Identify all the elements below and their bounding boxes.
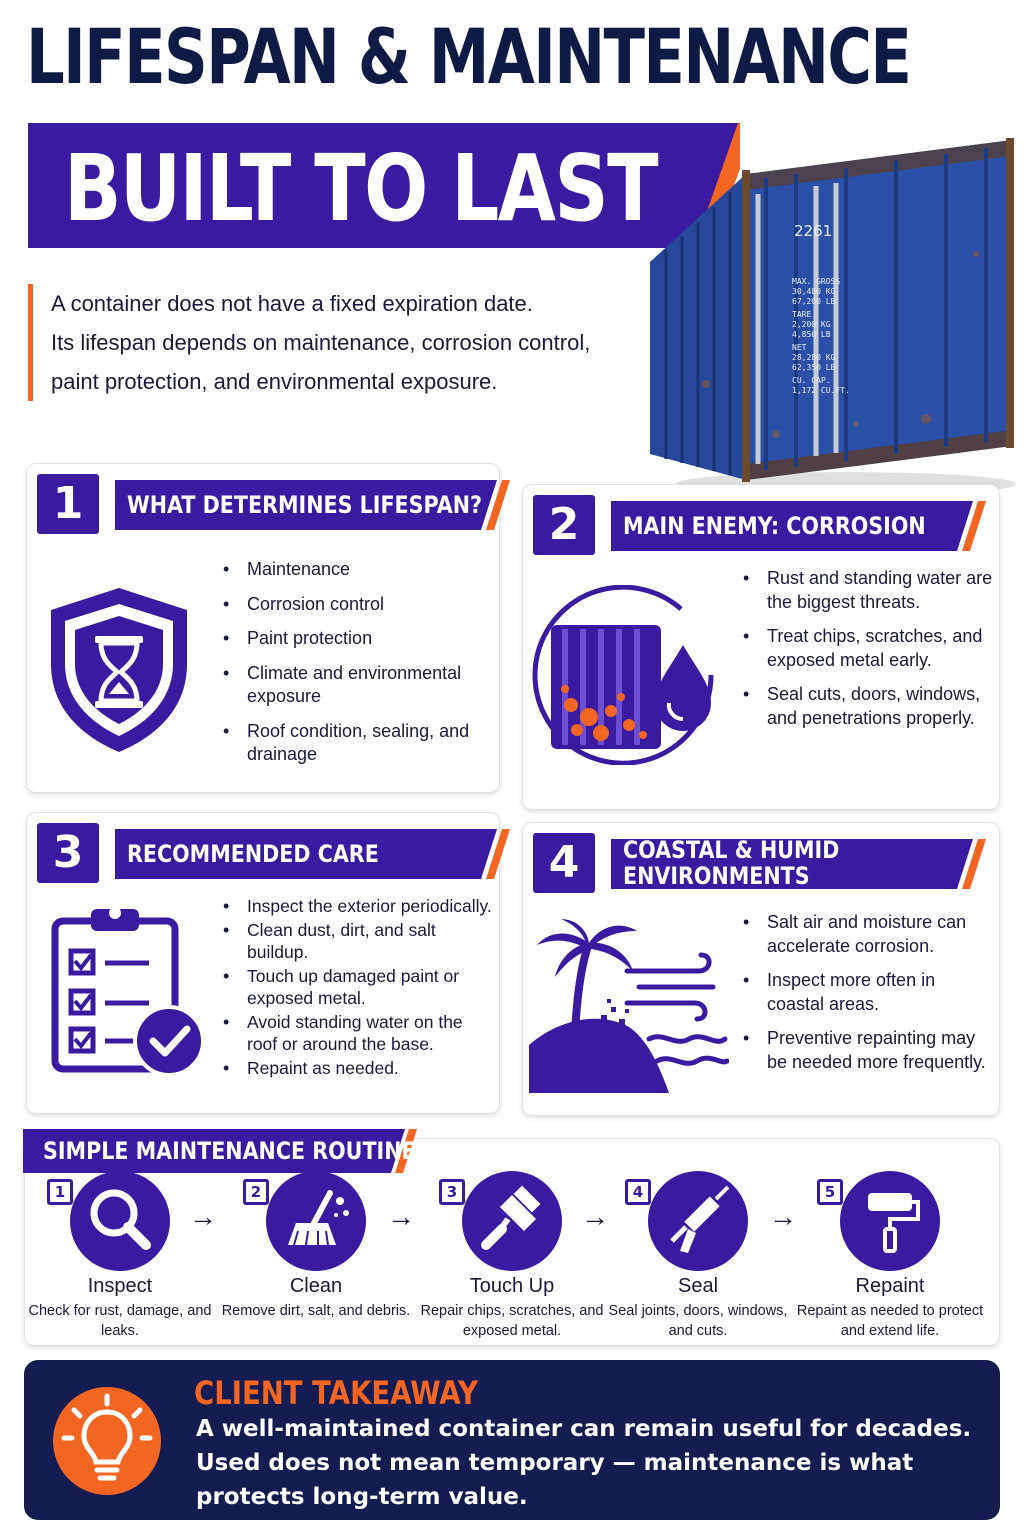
svg-text:2261: 2261 (794, 222, 832, 240)
rust-water-drop-icon (531, 584, 721, 770)
section-card-corrosion: 2 MAIN ENEMY: CORROSION Rust and standin… (522, 484, 1000, 810)
list-item: Climate and environmental exposure (223, 662, 493, 709)
svg-text:4,850 LB: 4,850 LB (792, 330, 831, 339)
list-item: Repaint as needed. (223, 1057, 493, 1079)
list-item: Clean dust, dirt, and salt buildup. (223, 919, 493, 963)
step-name: Seal (677, 1275, 719, 1297)
svg-text:NET: NET (792, 343, 807, 352)
intro-line: Its lifespan depends on maintenance, cor… (51, 330, 591, 355)
svg-text:2,200 KG: 2,200 KG (792, 320, 831, 329)
step-number: 3 (439, 1179, 465, 1205)
palm-island-wind-icon (526, 915, 730, 1100)
section-number: 2 (533, 495, 595, 555)
list-item: Corrosion control (223, 593, 493, 617)
svg-text:28,280 KG: 28,280 KG (792, 353, 836, 362)
magnifier-icon (70, 1171, 170, 1271)
section-title: COASTAL & HUMID ENVIRONMENTS (623, 836, 840, 890)
arrow-right-icon: → (387, 1201, 415, 1232)
list-item: Touch up damaged paint or exposed metal. (223, 965, 493, 1009)
list-item: Avoid standing water on the roof or arou… (223, 1011, 493, 1055)
step-description: Seal joints, doors, windows, and cuts. (608, 1303, 788, 1339)
step-name: Inspect (87, 1275, 153, 1297)
svg-text:CU. CAP.: CU. CAP. (792, 376, 831, 385)
section-number: 4 (533, 833, 595, 893)
svg-text:67,200 LB: 67,200 LB (792, 297, 836, 306)
section-title-line: ENVIRONMENTS (623, 862, 810, 890)
list-item: Salt air and moisture can accelerate cor… (743, 911, 993, 958)
step-name: Repaint (855, 1275, 925, 1297)
svg-text:MAX. GROSS: MAX. GROSS (792, 277, 840, 286)
step-name: Touch Up (469, 1275, 555, 1297)
list-item: Inspect the exterior periodically. (223, 895, 493, 917)
section-title: RECOMMENDED CARE (127, 840, 379, 868)
takeaway-text: A well-maintained container can remain u… (196, 1416, 972, 1510)
step-number: 4 (625, 1179, 651, 1205)
section-title: WHAT DETERMINES LIFESPAN? (127, 491, 482, 519)
svg-text:TARE: TARE (792, 310, 811, 319)
step-description: Repair chips, scratches, and exposed met… (420, 1303, 604, 1339)
arrow-right-icon: → (189, 1201, 217, 1232)
intro-text: A container does not have a fixed expira… (28, 284, 638, 401)
step-description: Remove dirt, salt, and debris. (221, 1303, 411, 1319)
list-item: Roof condition, sealing, and drainage (223, 720, 493, 767)
client-takeaway: CLIENT TAKEAWAY A well-maintained contai… (24, 1360, 1000, 1520)
shield-hourglass-icon (47, 584, 191, 761)
caulk-gun-icon (648, 1171, 748, 1271)
list-item: Maintenance (223, 558, 493, 582)
svg-text:30,480 KG: 30,480 KG (792, 287, 836, 296)
section-number: 1 (37, 474, 99, 534)
paintbrush-icon (462, 1171, 562, 1271)
list-item: Preventive repainting may be needed more… (743, 1027, 993, 1074)
list-item: Inspect more often in coastal areas. (743, 969, 993, 1016)
step-description: Check for rust, damage, and leaks. (28, 1303, 212, 1339)
intro-line: paint protection, and environmental expo… (51, 369, 498, 394)
section-title-line: COASTAL & HUMID (623, 836, 840, 864)
brush-icon (266, 1171, 366, 1271)
paint-roller-icon (840, 1171, 940, 1271)
list-item: Treat chips, scratches, and exposed meta… (743, 625, 993, 672)
step-number: 1 (47, 1179, 73, 1205)
list-item: Seal cuts, doors, windows, and penetrati… (743, 683, 993, 730)
svg-text:62,350 LB: 62,350 LB (792, 363, 836, 372)
clipboard-checklist-icon (49, 903, 225, 1088)
page-subtitle: BUILT TO LAST (64, 135, 659, 242)
subtitle-banner: BUILT TO LAST (28, 123, 740, 248)
step-number: 2 (243, 1179, 269, 1205)
section-title: MAIN ENEMY: CORROSION (623, 512, 926, 540)
page-title: LIFESPAN & MAINTENANCE (26, 12, 912, 101)
lightbulb-icon (52, 1386, 162, 1496)
list-item: Rust and standing water are the biggest … (743, 567, 993, 614)
routine-header: SIMPLE MAINTENANCE ROUTINE (23, 1129, 423, 1173)
routine-title: SIMPLE MAINTENANCE ROUTINE (43, 1137, 416, 1165)
section-card-coastal: 4 COASTAL & HUMID ENVIRONMENTS (522, 822, 1000, 1116)
step-name: Clean (289, 1275, 343, 1297)
step-number: 5 (817, 1179, 843, 1205)
section-card-care: 3 RECOMMENDED CARE Inspect the exterior … (26, 812, 510, 1114)
takeaway-title: CLIENT TAKEAWAY (194, 1374, 478, 1412)
maintenance-routine: SIMPLE MAINTENANCE ROUTINE 1 Inspect Che… (23, 1129, 1000, 1346)
arrow-right-icon: → (581, 1201, 609, 1232)
arrow-right-icon: → (769, 1201, 797, 1232)
step-description: Repaint as needed to protect and extend … (796, 1303, 984, 1339)
svg-text:1,172 CU.FT.: 1,172 CU.FT. (792, 386, 850, 395)
intro-line: A container does not have a fixed expira… (51, 291, 533, 316)
section-number: 3 (37, 823, 99, 883)
list-item: Paint protection (223, 627, 493, 651)
section-card-lifespan: 1 WHAT DETERMINES LIFESPAN? Maintenance … (26, 463, 510, 793)
